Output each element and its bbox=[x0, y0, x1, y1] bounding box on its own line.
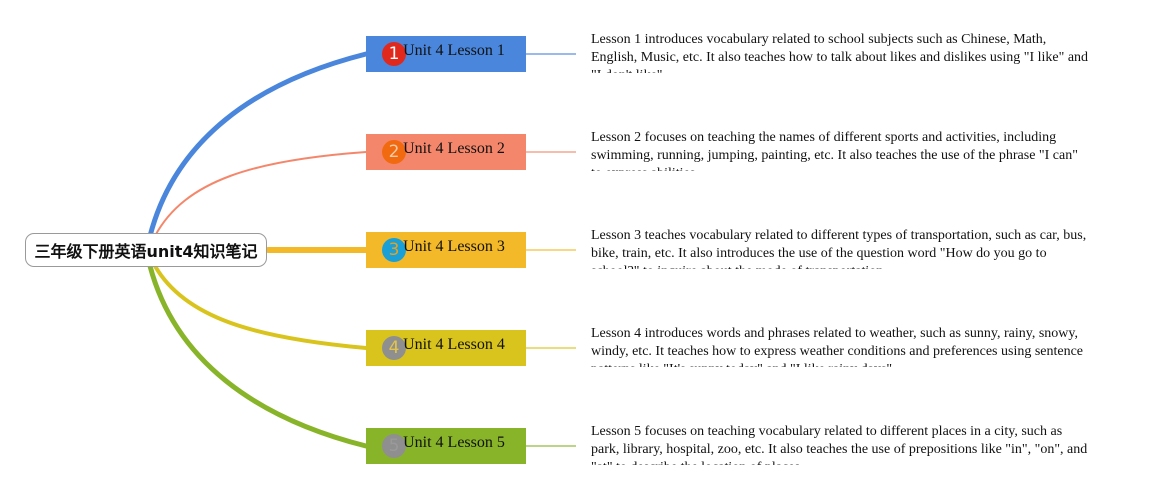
branch-line-5 bbox=[147, 263, 369, 449]
lesson-number-badge: 4 bbox=[382, 336, 406, 360]
lesson-4-description: Lesson 4 introduces words and phrases re… bbox=[591, 326, 1084, 367]
root-topic[interactable]: 三年级下册英语unit4知识笔记 bbox=[25, 233, 267, 267]
topic-label: Unit 4 Lesson 1 bbox=[403, 42, 505, 59]
root-title: 三年级下册英语unit4知识笔记 bbox=[34, 242, 258, 261]
topic-label: Unit 4 Lesson 5 bbox=[403, 434, 505, 451]
lesson-1-description: Lesson 1 introduces vocabulary related t… bbox=[591, 32, 1089, 73]
branch-line-1 bbox=[147, 51, 369, 239]
topic-lesson-4[interactable]: 4 Unit 4 Lesson 4 bbox=[366, 330, 526, 366]
topic-lesson-5[interactable]: 5 Unit 4 Lesson 5 bbox=[366, 428, 526, 464]
lesson-number-badge: 3 bbox=[382, 238, 406, 262]
lesson-3-description: Lesson 3 teaches vocabulary related to d… bbox=[591, 228, 1087, 269]
topic-label: Unit 4 Lesson 4 bbox=[403, 336, 505, 353]
topic-lesson-1[interactable]: 1 Unit 4 Lesson 1 bbox=[366, 36, 526, 72]
topic-lesson-2[interactable]: 2 Unit 4 Lesson 2 bbox=[366, 134, 526, 170]
lesson-number-badge: 1 bbox=[382, 42, 406, 66]
topic-lesson-3[interactable]: 3 Unit 4 Lesson 3 bbox=[366, 232, 526, 268]
topic-label: Unit 4 Lesson 2 bbox=[403, 140, 505, 157]
lesson-5-description: Lesson 5 focuses on teaching vocabulary … bbox=[591, 424, 1088, 465]
lesson-number-badge: 2 bbox=[382, 140, 406, 164]
topic-label: Unit 4 Lesson 3 bbox=[403, 238, 505, 255]
branch-line-4 bbox=[153, 264, 368, 350]
lesson-2-description: Lesson 2 focuses on teaching the names o… bbox=[591, 130, 1078, 171]
branch-line-2 bbox=[154, 151, 367, 237]
lesson-number-badge: 5 bbox=[382, 434, 406, 458]
